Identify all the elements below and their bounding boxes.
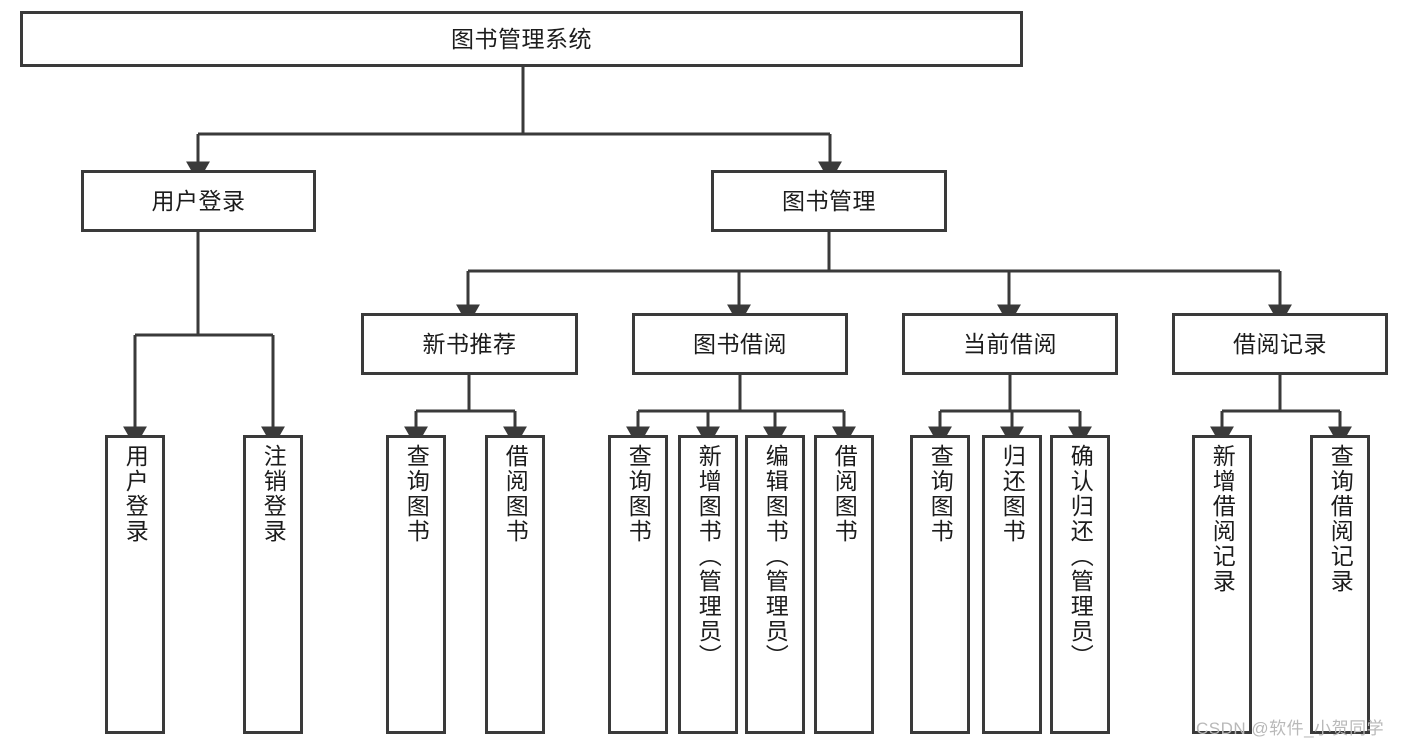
node-leaf-bb-add-book[interactable]: 新增图书（管理员）: [678, 435, 738, 734]
node-leaf-br-add-record[interactable]: 新增借阅记录: [1192, 435, 1252, 734]
node-leaf-cb-return-book-label: 归还图书: [999, 444, 1026, 544]
node-leaf-nbr-query-book[interactable]: 查询图书: [386, 435, 446, 734]
node-leaf-cb-confirm-return[interactable]: 确认归还（管理员）: [1050, 435, 1110, 734]
node-leaf-bb-query-book-label: 查询图书: [625, 444, 652, 544]
node-leaf-user-logout-label: 注销登录: [260, 444, 287, 544]
csdn-watermark: CSDN @软件_小贺同学: [1196, 719, 1385, 738]
node-leaf-user-logout[interactable]: 注销登录: [243, 435, 303, 734]
node-borrow-record-label: 借阅记录: [1233, 330, 1327, 357]
node-new-book-rec[interactable]: 新书推荐: [361, 313, 578, 375]
node-leaf-cb-query-book-label: 查询图书: [927, 444, 954, 544]
node-root-label: 图书管理系统: [451, 25, 592, 52]
node-leaf-br-query-record[interactable]: 查询借阅记录: [1310, 435, 1370, 734]
node-leaf-bb-edit-book[interactable]: 编辑图书（管理员）: [745, 435, 805, 734]
node-book-borrow[interactable]: 图书借阅: [632, 313, 848, 375]
node-leaf-nbr-borrow-book[interactable]: 借阅图书: [485, 435, 545, 734]
node-new-book-rec-label: 新书推荐: [422, 330, 517, 357]
node-leaf-user-login-label: 用户登录: [122, 444, 149, 544]
node-user-login-label: 用户登录: [151, 187, 246, 214]
node-leaf-user-login[interactable]: 用户登录: [105, 435, 165, 734]
node-leaf-cb-query-book[interactable]: 查询图书: [910, 435, 970, 734]
node-borrow-record[interactable]: 借阅记录: [1172, 313, 1388, 375]
node-current-borrow[interactable]: 当前借阅: [902, 313, 1118, 375]
node-leaf-br-query-record-label: 查询借阅记录: [1327, 444, 1354, 594]
node-root[interactable]: 图书管理系统: [20, 11, 1023, 67]
node-book-manage-label: 图书管理: [782, 187, 876, 214]
node-leaf-cb-return-book[interactable]: 归还图书: [982, 435, 1042, 734]
node-leaf-bb-query-book[interactable]: 查询图书: [608, 435, 668, 734]
node-current-borrow-label: 当前借阅: [963, 330, 1057, 357]
node-leaf-bb-borrow-book-label: 借阅图书: [831, 444, 858, 544]
node-leaf-bb-borrow-book[interactable]: 借阅图书: [814, 435, 874, 734]
node-book-manage[interactable]: 图书管理: [711, 170, 947, 232]
node-leaf-bb-edit-book-label: 编辑图书（管理员）: [762, 444, 789, 669]
node-leaf-cb-confirm-return-label: 确认归还（管理员）: [1067, 444, 1094, 669]
node-book-borrow-label: 图书借阅: [693, 330, 787, 357]
node-user-login[interactable]: 用户登录: [81, 170, 316, 232]
node-leaf-br-add-record-label: 新增借阅记录: [1209, 444, 1236, 594]
node-leaf-bb-add-book-label: 新增图书（管理员）: [695, 444, 722, 669]
node-leaf-nbr-query-book-label: 查询图书: [403, 444, 430, 544]
node-leaf-nbr-borrow-book-label: 借阅图书: [502, 444, 529, 544]
